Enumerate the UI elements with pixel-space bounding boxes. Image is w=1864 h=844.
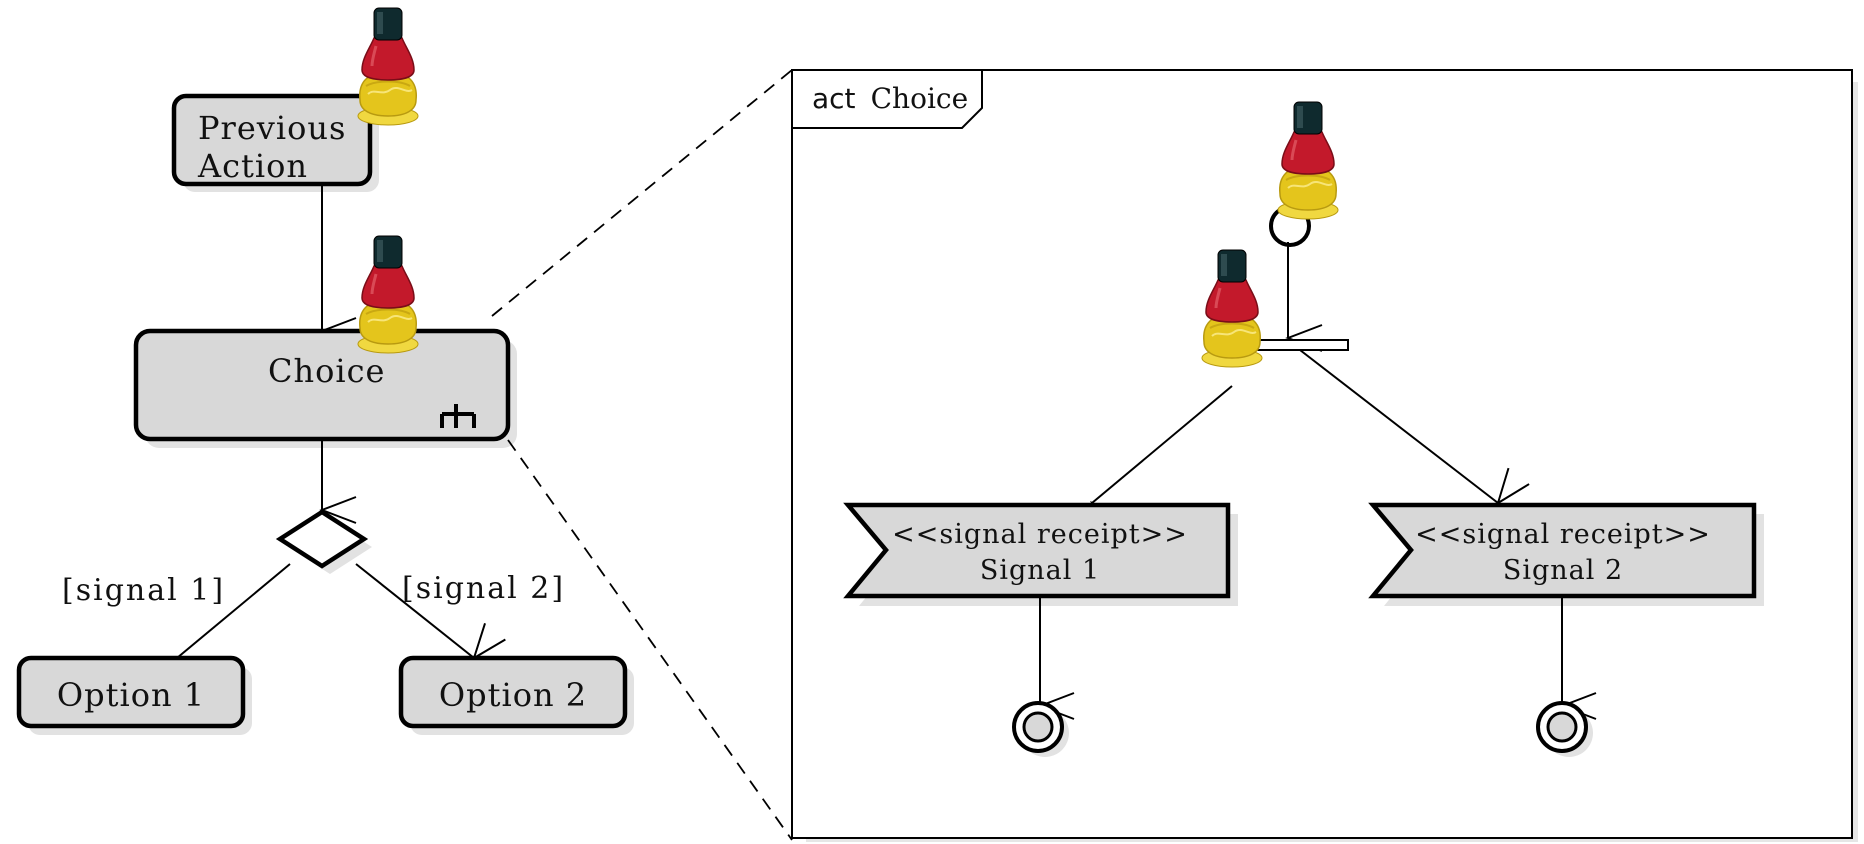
choice-action-node[interactable]: Choice [133, 328, 517, 448]
signal-2-stereotype: <<signal receipt>> [1415, 519, 1711, 550]
zoom-guide-bottom [507, 439, 793, 841]
previous-action-line2: Action [197, 147, 308, 185]
previous-action-node[interactable]: Previous Action [171, 93, 379, 192]
option-2-node[interactable]: Option 2 [398, 655, 634, 735]
zoom-guide-top [491, 69, 793, 317]
decision-node[interactable] [275, 509, 372, 574]
frame-title: act Choice [812, 82, 968, 115]
signal-1-stereotype: <<signal receipt>> [892, 519, 1188, 550]
previous-action-line1: Previous [198, 109, 346, 147]
flow-fork-to-signal-1 [1090, 385, 1233, 538]
frame-name: Choice [871, 82, 969, 115]
guard-signal-1: [signal 1] [62, 573, 225, 608]
sauce-bottle-icon [356, 6, 420, 127]
final-node-2[interactable] [1536, 701, 1593, 757]
flow-decision-to-option-2 [355, 563, 506, 661]
signal-2-name: Signal 2 [1503, 555, 1623, 586]
signal-1-name: Signal 1 [980, 555, 1100, 586]
frame-keyword: act [812, 82, 856, 115]
signal-receipt-1[interactable]: <<signal receipt>> Signal 1 [843, 502, 1238, 606]
flow-decision-to-option-1 [175, 563, 291, 693]
guard-signal-2: [signal 2] [402, 571, 565, 606]
signal-receipt-2[interactable]: <<signal receipt>> Signal 2 [1368, 502, 1764, 606]
option-2-label: Option 2 [439, 676, 587, 714]
choice-action-label: Choice [268, 352, 385, 390]
flow-fork-to-signal-2 [1299, 349, 1530, 506]
option-1-label: Option 1 [57, 676, 205, 714]
sauce-bottle-icon [356, 234, 420, 355]
final-node-1[interactable] [1012, 701, 1069, 757]
option-1-node[interactable]: Option 1 [16, 655, 252, 735]
rake-icon [440, 404, 476, 428]
